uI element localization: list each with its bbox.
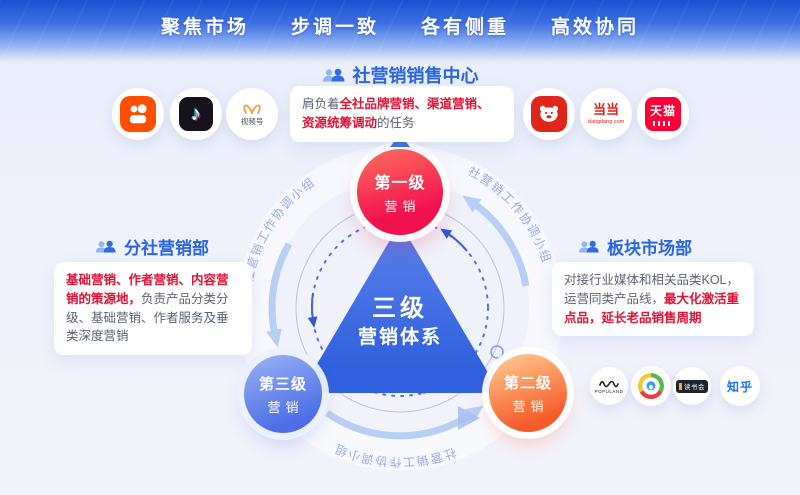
node-level2-name: 第二级 xyxy=(503,374,552,392)
tmall-icon: 天猫 xyxy=(645,97,681,131)
wechat-channels-icon xyxy=(243,104,261,114)
people-icon xyxy=(95,240,116,252)
kuaishou-icon xyxy=(120,96,156,132)
jd-icon xyxy=(531,96,567,132)
node-level1-name: 第一级 xyxy=(374,175,426,192)
platform-chip-populand: POPULAND xyxy=(590,367,628,405)
branch-dept-title: 分社营销部 xyxy=(124,239,209,258)
platform-chip-reading-club: 读书会 xyxy=(673,367,711,405)
banner-slogans: 聚焦市场 步调一致 各有侧重 高效协同 xyxy=(0,12,800,39)
pyramid-title-line1: 三级 xyxy=(372,295,428,322)
platform-chip-tmall: 天猫 xyxy=(637,88,689,140)
orbit-diagram: 社营销工作协调小组 社营销工作协调小组 社营销工作协调小组 xyxy=(237,145,563,471)
branch-dept-card: 基础营销、作者营销、内容营销的策源地，负责产品分类分级、基础营销、作者服务及垂类… xyxy=(54,262,252,355)
music-note-glyph: ♪ xyxy=(191,103,201,125)
dangdang-domain-label: dangdang.com xyxy=(587,118,625,125)
people-icon xyxy=(322,68,344,81)
platform-chip-dangdang: 当当 dangdang.com xyxy=(580,88,632,140)
node-level3: 第三级 营销 xyxy=(244,355,322,433)
market-dept-card: 对接行业媒体和相关品类KOL，运营同类产品线，最大化激活重点品，延长老品销售周期 xyxy=(552,262,754,337)
tencent-news-icon xyxy=(638,373,664,399)
sales-center-title-row: 社营销销售中心 xyxy=(280,62,520,88)
branch-dept-desc-highlight: 基础营销、作者营销、内容营销的策源地， xyxy=(66,273,229,306)
market-dept-desc-prefix: 对接行业媒体和相关品类KOL，运营同类产品线， xyxy=(564,273,740,306)
orbit-arrow-right-icon xyxy=(462,195,530,287)
slogan-different-emphasis: 各有侧重 xyxy=(421,17,510,38)
sales-center-desc-prefix: 肩负着 xyxy=(302,97,340,111)
node-level2-sub: 营销 xyxy=(512,398,549,414)
zhihu-icon: 知乎 xyxy=(726,379,753,394)
market-dept-title: 板块市场部 xyxy=(607,239,692,258)
market-dept-desc-highlight: 最大化激活重点品，延长老品销售周期 xyxy=(564,291,740,325)
douyin-icon: ♪ xyxy=(179,97,213,131)
top-banner xyxy=(0,0,800,62)
populand-label: POPULAND xyxy=(594,389,624,394)
tmall-cat-glyph xyxy=(653,121,673,126)
deco-circle-outline xyxy=(490,345,504,359)
platform-chip-kuaishou xyxy=(112,88,164,140)
node-level1-sub: 营销 xyxy=(384,199,421,214)
reading-club-icon: 读书会 xyxy=(676,379,708,393)
platform-chip-douyin: ♪ xyxy=(170,88,222,140)
wechat-channels-label: 视频号 xyxy=(240,117,264,126)
sales-center-card: 肩负着全社品牌营销、渠道营销、资源统筹调动的任务 xyxy=(290,86,514,142)
reading-club-label: 读书会 xyxy=(684,384,705,391)
dangdang-icon: 当当 xyxy=(592,102,619,118)
reading-club-accent xyxy=(679,382,682,390)
branch-dept-title-row: 分社营销部 xyxy=(52,234,252,259)
platform-chip-zhihu: 知乎 xyxy=(720,366,760,406)
market-dept-title-row: 板块市场部 xyxy=(535,234,735,259)
populand-icon xyxy=(599,380,619,388)
tmall-label: 天猫 xyxy=(649,104,676,118)
node-level3-name: 第三级 xyxy=(258,375,307,393)
sales-center-desc-highlight: 全社品牌营销、渠道营销、资源统筹调动 xyxy=(302,97,490,130)
node-level1: 第一级 营销 xyxy=(357,149,443,235)
platform-chip-wechat-channels: 视频号 xyxy=(226,88,278,140)
node-level2: 第二级 营销 xyxy=(489,354,567,432)
pyramid-title-line2: 营销体系 xyxy=(357,327,442,348)
platform-chip-jd xyxy=(523,88,575,140)
dashed-arrow-left-icon xyxy=(307,292,318,328)
sales-center-desc-suffix: 的任务 xyxy=(377,115,415,130)
deco-triangle-light xyxy=(458,406,480,430)
slogan-same-pace: 步调一致 xyxy=(290,17,379,38)
sales-center-title: 社营销销售中心 xyxy=(352,66,479,86)
node-level3-sub: 营销 xyxy=(267,399,304,415)
people-icon xyxy=(578,240,599,252)
orbit-arrow-left-icon xyxy=(266,242,293,348)
branch-dept-desc-rest: 负责产品分类分级、基础营销、作者服务及垂类深度营销 xyxy=(66,291,229,344)
dashed-arrow-right-icon xyxy=(440,228,468,252)
jd-dog-glyph xyxy=(539,105,559,122)
slogan-efficient-collaboration: 高效协同 xyxy=(551,17,640,38)
slogan-focus-market: 聚焦市场 xyxy=(160,17,249,38)
platform-chip-tencent-news xyxy=(631,366,671,406)
orbit-arrow-bottom-icon xyxy=(325,405,484,440)
kuaishou-camera-glyph xyxy=(129,104,147,124)
